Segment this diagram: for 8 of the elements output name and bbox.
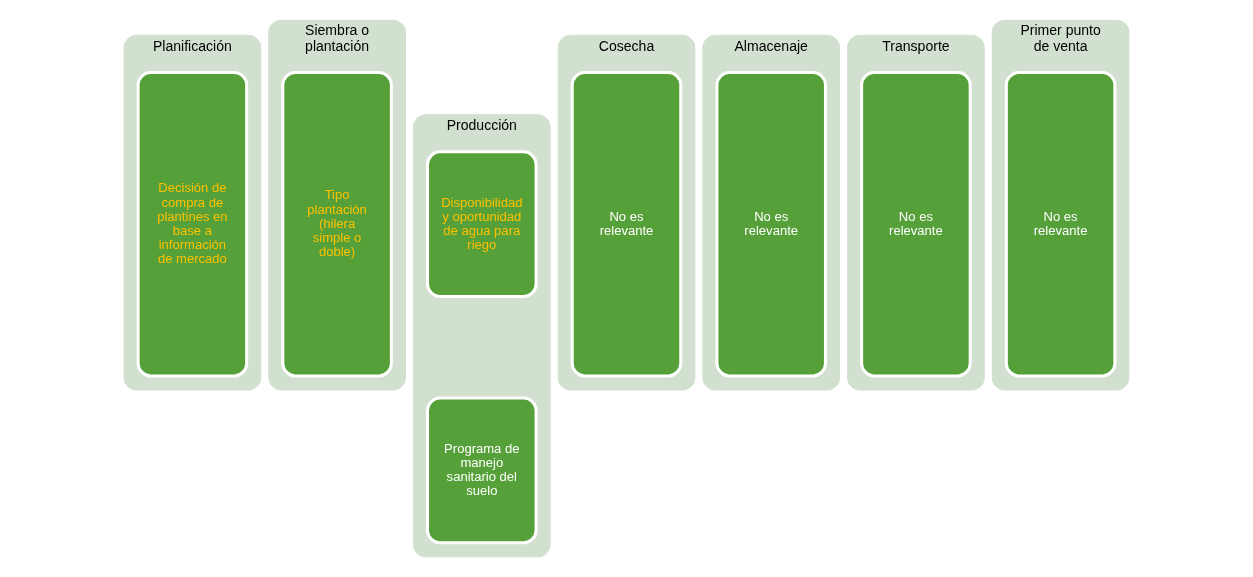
node-box: No es relevante bbox=[715, 70, 827, 378]
node-box: Programa de manejo sanitario del suelo bbox=[426, 396, 538, 545]
node-box: Tipo plantación (hilera simple o doble) bbox=[281, 70, 393, 378]
node-box: No es relevante bbox=[570, 70, 683, 378]
node-box: No es relevante bbox=[860, 70, 972, 378]
node-box: Disponibilidad y oportunidad de agua para riego bbox=[426, 150, 538, 299]
node-box: No es relevante bbox=[1004, 70, 1117, 378]
node-box: Decisión de compra de plantines en base a información de mercado bbox=[136, 70, 249, 378]
